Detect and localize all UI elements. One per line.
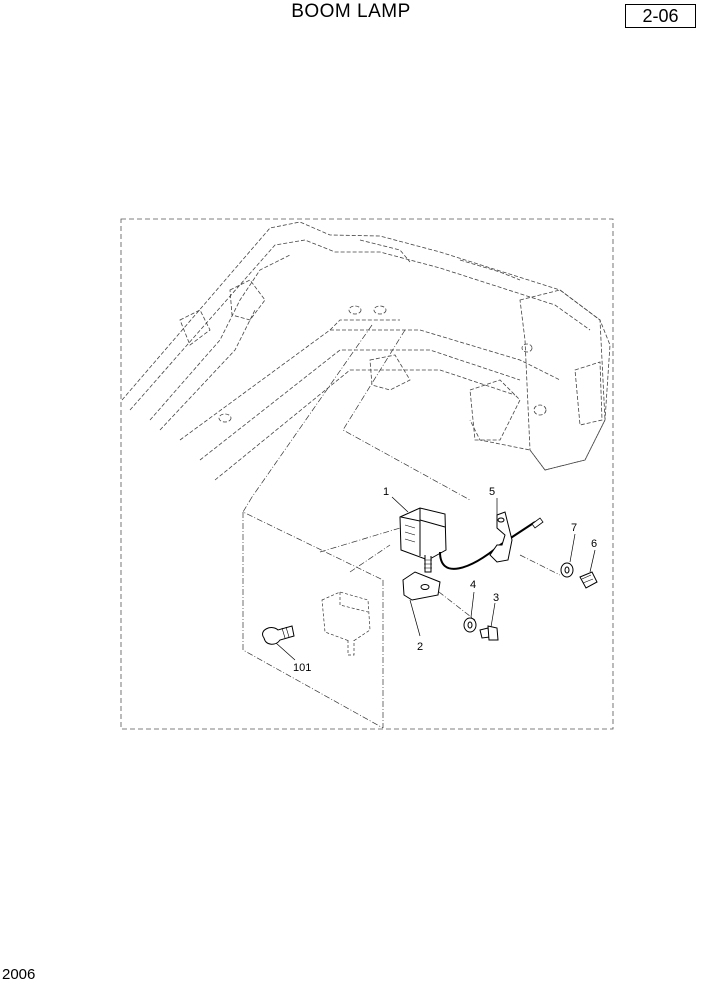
clamp <box>489 511 513 563</box>
lamp-housing <box>399 507 447 573</box>
callout-7: 7 <box>571 522 577 534</box>
boom-structure <box>121 221 611 481</box>
page-reference-box: 2-06 <box>625 4 696 28</box>
callout-leaders <box>275 496 596 661</box>
bulb <box>262 625 295 645</box>
bracket <box>402 571 441 601</box>
page-title: BOOM LAMP <box>291 1 411 22</box>
callout-6: 6 <box>591 538 597 550</box>
bolt-3 <box>479 625 499 641</box>
callout-5: 5 <box>489 486 495 498</box>
callout-4: 4 <box>470 579 476 591</box>
bolt-6 <box>579 571 598 589</box>
callout-2: 2 <box>417 641 423 653</box>
lamp-wire <box>439 521 536 570</box>
washer-7 <box>560 562 574 578</box>
diagram-frame <box>120 218 614 730</box>
footer-code: 2006 <box>2 966 36 983</box>
callout-101: 101 <box>293 662 311 674</box>
washer-4 <box>463 617 477 633</box>
callout-1: 1 <box>383 486 389 498</box>
leader-lines <box>242 324 561 729</box>
callout-3: 3 <box>493 592 499 604</box>
bulb-assembly <box>321 591 371 656</box>
